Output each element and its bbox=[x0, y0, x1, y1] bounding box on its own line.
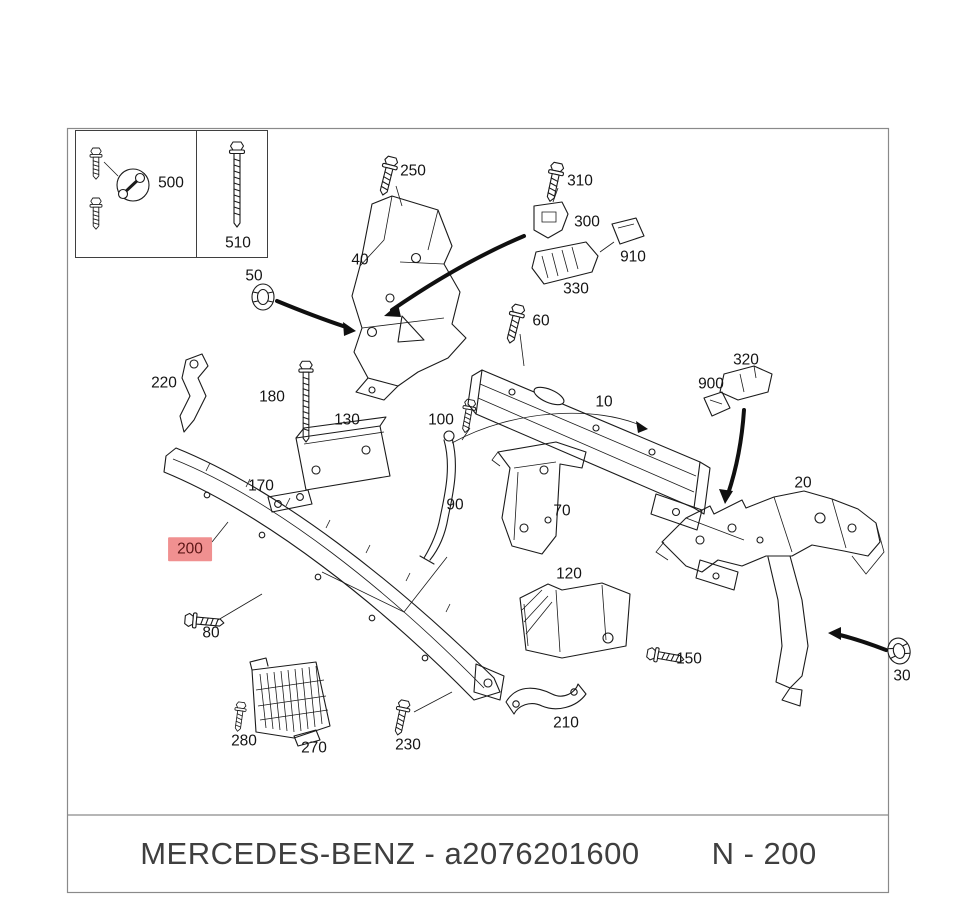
part-callout-120[interactable]: 120 bbox=[556, 565, 582, 583]
part-callout-80[interactable]: 80 bbox=[202, 624, 220, 642]
part-callout-180[interactable]: 180 bbox=[259, 388, 285, 406]
part-callout-210[interactable]: 210 bbox=[553, 714, 579, 732]
part-callout-100[interactable]: 100 bbox=[428, 411, 454, 429]
part-drawing-510[interactable] bbox=[228, 141, 246, 228]
part-drawing-30[interactable] bbox=[884, 635, 914, 667]
part-callout-330[interactable]: 330 bbox=[563, 280, 589, 298]
part-drawing-130[interactable] bbox=[295, 416, 391, 491]
part-drawing-210[interactable] bbox=[505, 683, 587, 715]
diagram-frame bbox=[66, 127, 890, 894]
part-callout-10[interactable]: 10 bbox=[595, 393, 613, 411]
part-callout-70[interactable]: 70 bbox=[553, 502, 571, 520]
part-drawing-170[interactable] bbox=[267, 489, 313, 513]
part-drawing-90[interactable] bbox=[419, 430, 456, 565]
part-callout-310[interactable]: 310 bbox=[567, 172, 593, 190]
part-callout-20[interactable]: 20 bbox=[794, 474, 812, 492]
part-drawing-250[interactable] bbox=[374, 154, 401, 198]
part-callout-200[interactable]: 200 bbox=[168, 537, 212, 561]
part-drawing-20[interactable] bbox=[655, 490, 885, 707]
part-drawing-910[interactable] bbox=[599, 217, 645, 253]
part-callout-50[interactable]: 50 bbox=[245, 267, 263, 285]
part-callout-90[interactable]: 90 bbox=[446, 496, 464, 514]
part-callout-130[interactable]: 130 bbox=[334, 411, 360, 429]
leader-lines bbox=[211, 333, 525, 713]
part-callout-280[interactable]: 280 bbox=[231, 732, 257, 750]
part-drawing-60[interactable] bbox=[501, 302, 528, 346]
part-drawing-180[interactable] bbox=[298, 360, 314, 443]
part-drawing-70[interactable] bbox=[491, 441, 587, 555]
part-callout-510[interactable]: 510 bbox=[225, 234, 251, 252]
part-drawing-500[interactable] bbox=[89, 147, 150, 230]
part-drawing-40[interactable] bbox=[351, 185, 467, 401]
part-callout-40[interactable]: 40 bbox=[351, 251, 369, 269]
part-callout-500[interactable]: 500 bbox=[158, 174, 184, 192]
part-drawing-300[interactable] bbox=[533, 187, 569, 239]
part-callout-910[interactable]: 910 bbox=[620, 248, 646, 266]
part-drawing-270[interactable] bbox=[249, 657, 331, 747]
caption-bar: MERCEDES-BENZ - a2076201600 N - 200 bbox=[68, 816, 889, 892]
locating-arrows bbox=[275, 234, 888, 652]
part-callout-270[interactable]: 270 bbox=[301, 739, 327, 757]
caption-reference: N - 200 bbox=[711, 836, 817, 871]
part-callout-230[interactable]: 230 bbox=[395, 736, 421, 754]
part-drawing-320[interactable] bbox=[719, 365, 773, 401]
part-drawing-220[interactable] bbox=[179, 353, 209, 433]
part-drawing-120[interactable] bbox=[519, 582, 631, 659]
part-drawing-50[interactable] bbox=[251, 283, 275, 311]
caption-part-number: MERCEDES-BENZ - a2076201600 bbox=[140, 836, 640, 871]
part-callout-60[interactable]: 60 bbox=[532, 312, 550, 330]
part-callout-170[interactable]: 170 bbox=[248, 477, 274, 495]
part-callout-900[interactable]: 900 bbox=[698, 375, 724, 393]
wrench-icon bbox=[117, 172, 146, 200]
part-callout-150[interactable]: 150 bbox=[676, 650, 702, 668]
part-drawing-330[interactable] bbox=[531, 241, 599, 285]
part-drawing-200[interactable] bbox=[163, 447, 505, 701]
part-drawing-230[interactable] bbox=[390, 698, 413, 737]
part-callout-300[interactable]: 300 bbox=[574, 213, 600, 231]
part-drawing-280[interactable] bbox=[231, 701, 248, 733]
part-callout-30[interactable]: 30 bbox=[893, 667, 911, 685]
part-drawing-310[interactable] bbox=[542, 160, 566, 204]
part-callout-320[interactable]: 320 bbox=[733, 351, 759, 369]
part-callout-250[interactable]: 250 bbox=[400, 162, 426, 180]
part-drawing-900[interactable] bbox=[703, 391, 731, 417]
part-drawing-10[interactable] bbox=[467, 369, 711, 531]
part-callout-220[interactable]: 220 bbox=[151, 374, 177, 392]
